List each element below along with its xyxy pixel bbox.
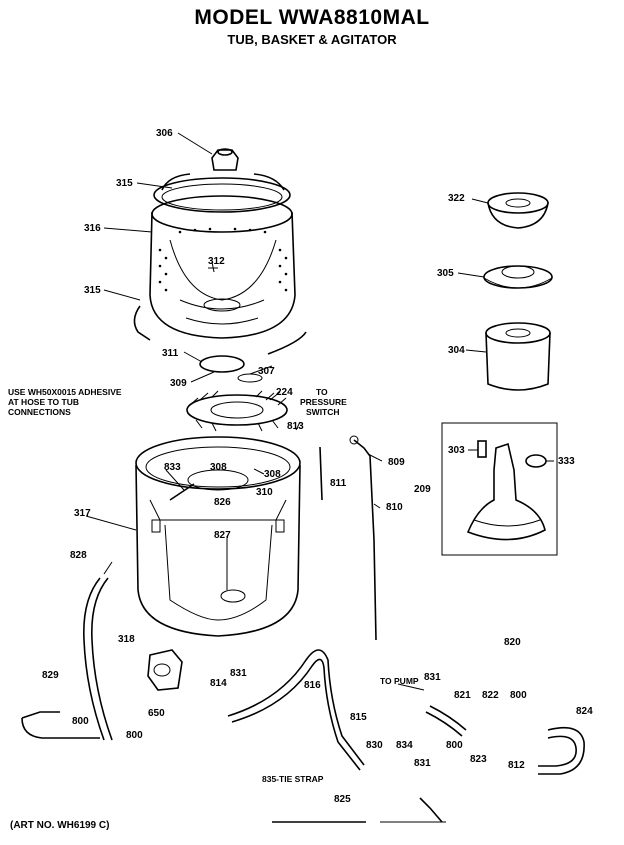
part-label: 830	[366, 740, 383, 751]
leader-lines	[85, 132, 554, 691]
tub-cover-ring	[186, 390, 288, 432]
part-label: 310	[256, 487, 273, 498]
part-label: 810	[386, 502, 403, 513]
part-label: 306	[156, 128, 173, 139]
part-label: 304	[448, 345, 465, 356]
pressure-switch-note-line-3: SWITCH	[306, 407, 340, 417]
part-label: 312	[208, 256, 225, 267]
part-label: 305	[437, 268, 454, 279]
to-pump-note: TO PUMP	[380, 676, 419, 686]
part-label: 823	[470, 754, 487, 765]
part-label: 308	[210, 462, 227, 473]
part-label: 820	[504, 637, 521, 648]
part-label: 809	[388, 457, 405, 468]
part-label: 828	[70, 550, 87, 561]
part-label: 800	[446, 740, 463, 751]
model-title: MODEL WWA8810MAL	[194, 6, 430, 29]
part-label: 309	[170, 378, 187, 389]
part-label: 831	[414, 758, 431, 769]
agitator-parts-drawing	[441, 192, 558, 556]
adhesive-note-line-1: USE WH50X0015 ADHESIVE	[8, 387, 122, 397]
diagram-notes: USE WH50X0015 ADHESIVE AT HOSE TO TUB CO…	[8, 387, 419, 831]
part-label: 308	[264, 469, 281, 480]
part-label: 814	[210, 678, 227, 689]
part-label: 834	[396, 740, 413, 751]
part-label: 829	[42, 670, 59, 681]
pressure-switch-note-line-2: PRESSURE	[300, 397, 347, 407]
part-label: 316	[84, 223, 101, 234]
adhesive-note-line-3: CONNECTIONS	[8, 407, 71, 417]
part-label: 322	[448, 193, 465, 204]
tie-strap-note: 835-TIE STRAP	[262, 774, 324, 784]
part-label: 317	[74, 508, 91, 519]
part-label: 821	[454, 690, 471, 701]
pressure-switch-note-line-1: TO	[316, 387, 328, 397]
adhesive-note-line-2: AT HOSE TO TUB	[8, 397, 79, 407]
part-label: 815	[350, 712, 367, 723]
part-label: 800	[510, 690, 527, 701]
part-label: 831	[230, 668, 247, 679]
art-number: (ART NO. WH6199 C)	[10, 820, 109, 831]
part-label: 813	[287, 421, 304, 432]
part-label: 650	[148, 708, 165, 719]
outer-tub-drawing	[135, 436, 301, 637]
part-label: 315	[84, 285, 101, 296]
part-labels: 306 315 316 312 315 311 309 307 224 813 …	[42, 128, 593, 805]
part-label: 827	[214, 530, 231, 541]
part-label: 315	[116, 178, 133, 189]
part-label: 800	[72, 716, 89, 727]
part-label: 333	[558, 456, 575, 467]
part-label: 224	[276, 387, 293, 398]
basket-drawing	[133, 148, 307, 383]
part-label: 831	[424, 672, 441, 683]
section-title: TUB, BASKET & AGITATOR	[227, 32, 397, 47]
part-label: 825	[334, 794, 351, 805]
hoses-drawing	[21, 435, 585, 823]
part-label: 816	[304, 680, 321, 691]
part-label: 209	[414, 484, 431, 495]
part-label: 812	[508, 760, 525, 771]
part-label: 307	[258, 366, 275, 377]
part-label: 824	[576, 706, 593, 717]
part-label: 822	[482, 690, 499, 701]
part-label: 311	[162, 348, 179, 359]
part-label: 811	[330, 478, 347, 489]
part-label: 833	[164, 462, 181, 473]
part-label: 303	[448, 445, 465, 456]
part-label: 800	[126, 730, 143, 741]
part-label: 318	[118, 634, 135, 645]
part-label: 826	[214, 497, 231, 508]
